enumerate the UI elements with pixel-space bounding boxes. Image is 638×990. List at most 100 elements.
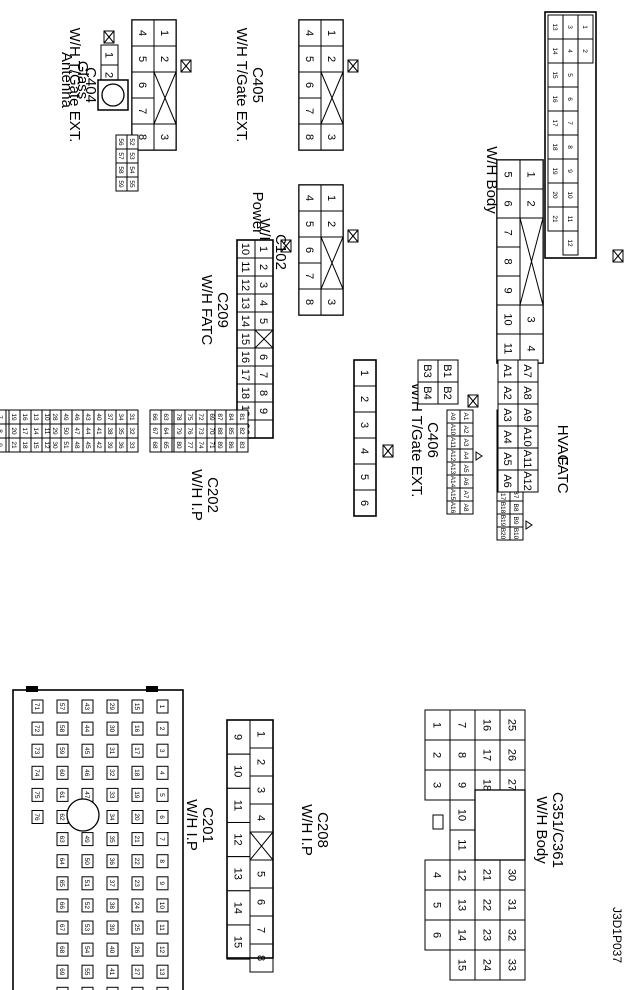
connector-code: C208 — [314, 812, 331, 848]
pin-label: A12 — [449, 450, 456, 462]
pin-label: 2 — [255, 759, 267, 765]
pin-label: 5 — [566, 73, 573, 77]
pin-cell — [56, 920, 69, 935]
pin-cell — [156, 876, 169, 891]
pin-label: A15 — [449, 489, 456, 501]
pin-cell — [156, 721, 169, 736]
pin-label: 12 — [43, 441, 50, 449]
pin-cell — [31, 699, 44, 714]
connector-c101: 123456789101112131415161718192021C101W/H… — [483, 11, 624, 263]
pin-label: 19 — [10, 413, 17, 421]
pin-cell — [56, 876, 69, 891]
connector-name: W/H T/Gate EXT. — [408, 383, 425, 498]
pin-label: 8 — [158, 859, 165, 863]
pin-label: 13 — [456, 899, 468, 911]
pin-label: A12 — [521, 471, 533, 491]
pin-cell — [81, 898, 94, 913]
keyway-housing — [474, 789, 526, 861]
connector-c201: 1234567891011121314151617181920212223242… — [12, 686, 216, 990]
pin-label: 3 — [325, 134, 337, 140]
guide-tab — [26, 686, 38, 692]
pin-cell — [106, 787, 119, 802]
pin-label: B2 — [441, 386, 453, 399]
pin-label: 5 — [136, 56, 148, 62]
pin-label: 55 — [83, 968, 90, 976]
pin-label: 81 — [238, 413, 245, 421]
connector-housing — [544, 11, 597, 259]
pin-label: 63 — [162, 413, 169, 421]
pin-cell — [156, 699, 169, 714]
pin-cell — [131, 898, 144, 913]
pin-cell — [156, 743, 169, 758]
pin-label: 4 — [431, 872, 443, 878]
pin-label: 11 — [232, 800, 244, 811]
lock-tab-icon-line — [180, 59, 192, 73]
pin-label: 17 — [551, 119, 558, 127]
pin-label: 51 — [62, 441, 69, 449]
pin-label: 29 — [51, 427, 58, 435]
pin-label: 22 — [133, 858, 140, 866]
pin-cell — [131, 765, 144, 780]
pin-label: 16 — [481, 719, 493, 731]
pin-cell — [156, 765, 169, 780]
pin-label: 2 — [158, 56, 170, 62]
pin-cell — [106, 986, 119, 990]
pin-label: 35 — [117, 427, 124, 435]
connector-code: C404 — [82, 67, 99, 103]
pin-label: 7 — [158, 837, 165, 841]
pin-label: 9 — [0, 443, 3, 447]
pin-label: 16 — [133, 725, 140, 733]
pin-label: 5 — [257, 318, 269, 324]
pin-label: 14 — [32, 427, 39, 435]
pin-label: 75 — [33, 791, 40, 799]
pin-cell — [106, 832, 119, 847]
pin-label: 88 — [216, 427, 223, 435]
pin-label: 7 — [502, 229, 514, 235]
pin-label: 71 — [33, 703, 40, 711]
pin-label: 5 — [502, 171, 514, 177]
lock-tab-icon-line — [467, 394, 479, 408]
pin-label: A3 — [462, 439, 469, 447]
pin-cell — [56, 765, 69, 780]
pin-label: 76 — [186, 427, 193, 435]
pin-label: 2 — [358, 396, 370, 402]
pin-label: 16 — [551, 95, 558, 103]
pin-label: 10 — [502, 313, 514, 325]
pin-label: 64 — [58, 858, 65, 866]
pin-label: 47 — [83, 791, 90, 799]
pin-label: 49 — [83, 835, 90, 843]
pin-cell — [131, 876, 144, 891]
pin-label: A4 — [501, 430, 513, 443]
pin-label: 4 — [303, 195, 315, 201]
pin-label: 4 — [136, 30, 148, 36]
pin-label: 17 — [21, 427, 28, 435]
pin-cell — [56, 854, 69, 869]
connector-housing — [226, 719, 274, 959]
pin-label: 6 — [136, 82, 148, 88]
connector-name: W/H I.P — [298, 804, 315, 856]
pin-cell — [131, 743, 144, 758]
pin-cell — [106, 743, 119, 758]
pin-label: B4 — [421, 386, 433, 399]
pin-label: 67 — [58, 924, 65, 932]
pin-label: 7 — [255, 927, 267, 933]
pin-label: B10 — [512, 528, 519, 540]
connector-c202: 1234567891011121314151617181920212223242… — [0, 79, 249, 521]
connector-name: W/H I.P — [188, 469, 205, 521]
pin-label: B1 — [441, 364, 453, 377]
pin-label: 16 — [239, 351, 251, 363]
pin-1-marker — [475, 451, 483, 461]
pin-label: 5 — [255, 871, 267, 877]
pin-label: 33 — [108, 791, 115, 799]
pin-label: 60 — [58, 769, 65, 777]
pin-label: 3 — [325, 299, 337, 305]
pin-label: 14 — [232, 902, 244, 914]
pin-label: 62 — [58, 813, 65, 821]
pin-label: 17 — [481, 749, 493, 761]
pin-cell — [31, 743, 44, 758]
